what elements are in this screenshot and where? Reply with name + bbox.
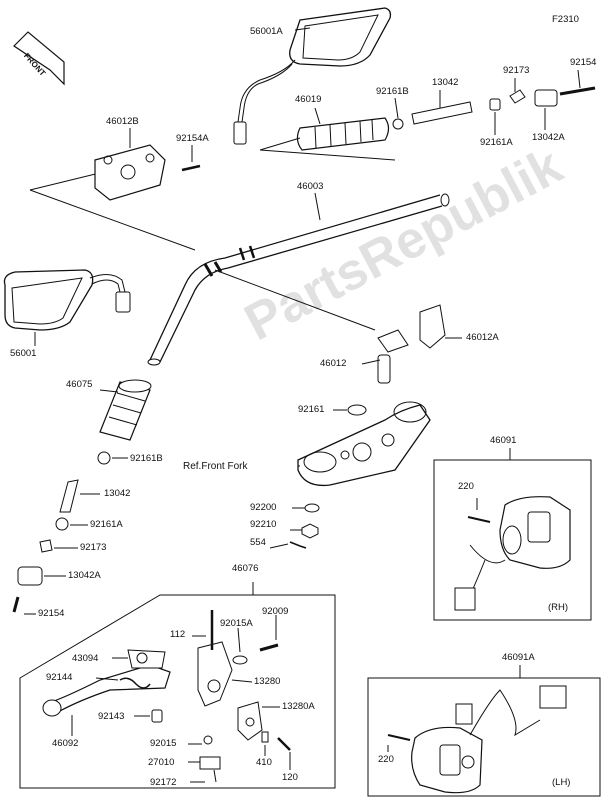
label-92154-top: 92154 bbox=[570, 57, 597, 68]
clutch-lever bbox=[42, 664, 171, 717]
lh-switch-housing bbox=[411, 726, 483, 794]
label-13042a-left: 13042A bbox=[68, 570, 101, 581]
label-92173-left: 92173 bbox=[80, 542, 107, 553]
label-92200: 92200 bbox=[250, 502, 277, 513]
label-112: 112 bbox=[170, 629, 186, 640]
label-56001: 56001 bbox=[10, 348, 37, 359]
label-46091: 46091 bbox=[490, 435, 517, 446]
lh-label: (LH) bbox=[552, 777, 571, 788]
front-arrow-icon bbox=[13, 31, 65, 86]
throttle-grip bbox=[296, 117, 390, 151]
label-92154a: 92154A bbox=[176, 133, 209, 144]
label-27010: 27010 bbox=[148, 757, 175, 768]
label-220-rh: 220 bbox=[458, 481, 474, 492]
ref-front-fork: Ref.Front Fork bbox=[183, 461, 248, 472]
label-92015a: 92015A bbox=[220, 618, 253, 629]
label-92161: 92161 bbox=[298, 404, 325, 415]
label-92161b-top: 92161B bbox=[376, 86, 409, 97]
label-92173-top: 92173 bbox=[503, 65, 530, 76]
handlebar-grip-left bbox=[99, 379, 152, 441]
label-92161a-top: 92161A bbox=[480, 137, 513, 148]
label-92143: 92143 bbox=[98, 711, 125, 722]
label-92144: 92144 bbox=[46, 672, 73, 683]
label-13042a-top: 13042A bbox=[532, 132, 565, 143]
label-46012b: 46012B bbox=[106, 116, 139, 127]
label-92015: 92015 bbox=[150, 738, 177, 749]
label-56001a: 56001A bbox=[250, 26, 283, 37]
label-13042-left: 13042 bbox=[104, 488, 131, 499]
label-13042-top: 13042 bbox=[432, 77, 459, 88]
label-220-lh: 220 bbox=[378, 754, 394, 765]
label-92210: 92210 bbox=[250, 519, 277, 530]
label-46019: 46019 bbox=[295, 94, 322, 105]
label-46012a: 46012A bbox=[466, 332, 499, 343]
label-46003: 46003 bbox=[297, 181, 324, 192]
label-554: 554 bbox=[250, 537, 266, 548]
label-46091a: 46091A bbox=[502, 652, 535, 663]
clamp-46012b bbox=[94, 144, 166, 201]
label-13280: 13280 bbox=[254, 676, 281, 687]
rh-switch-box bbox=[433, 459, 592, 621]
handlebar bbox=[147, 193, 450, 366]
label-410: 410 bbox=[256, 757, 272, 768]
diagram-code: F2310 bbox=[552, 14, 579, 25]
label-92154-left: 92154 bbox=[38, 608, 65, 619]
label-46092: 46092 bbox=[52, 738, 79, 749]
label-92172: 92172 bbox=[150, 777, 177, 788]
lh-switch-box bbox=[367, 677, 601, 797]
label-46012: 46012 bbox=[320, 358, 347, 369]
label-46075: 46075 bbox=[66, 379, 93, 390]
label-92161a-left: 92161A bbox=[90, 519, 123, 530]
lever-box bbox=[19, 594, 336, 789]
label-120: 120 bbox=[282, 772, 298, 783]
mirror-left bbox=[3, 269, 131, 331]
label-92161b-left: 92161B bbox=[130, 453, 163, 464]
label-92009: 92009 bbox=[262, 606, 289, 617]
triple-clamp bbox=[297, 401, 431, 487]
label-13280a: 13280A bbox=[282, 701, 315, 712]
label-46076: 46076 bbox=[232, 563, 259, 574]
rh-label: (RH) bbox=[548, 602, 569, 613]
mirror-right bbox=[233, 7, 392, 145]
rh-switch-housing bbox=[499, 496, 571, 569]
label-43094: 43094 bbox=[72, 653, 99, 664]
